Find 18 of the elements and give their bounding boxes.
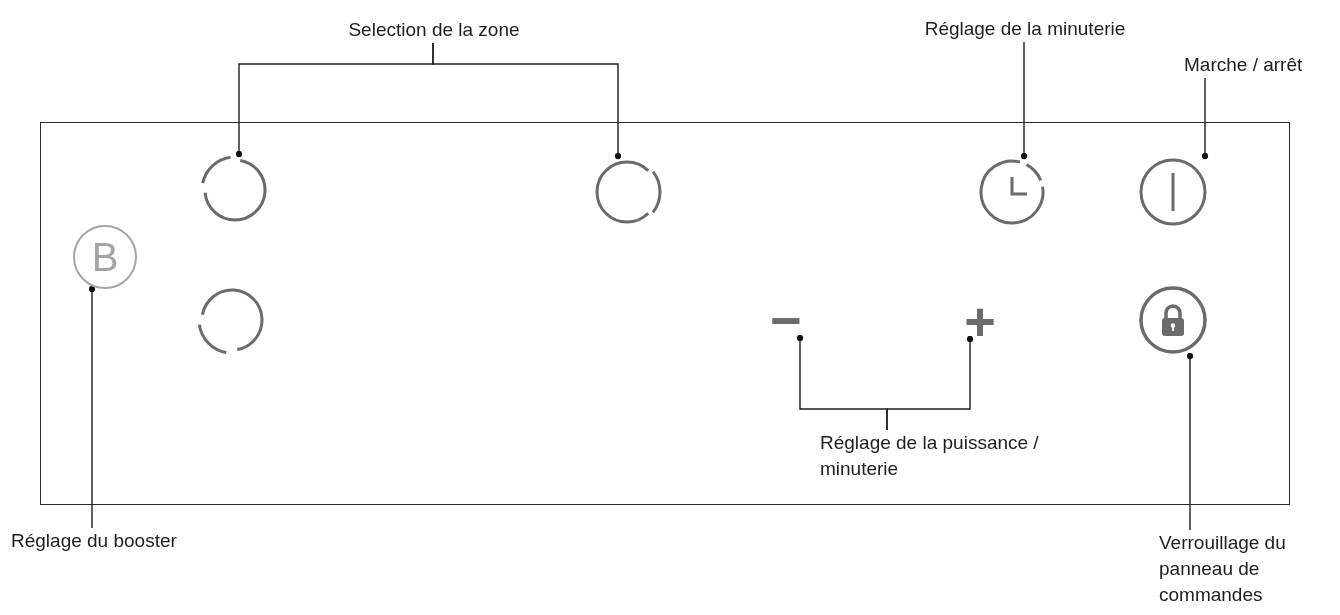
plus-sign: +: [962, 303, 998, 339]
booster-key: B: [73, 225, 137, 289]
leader-line: [1020, 41, 1028, 160]
callout-label: Réglage de la puissance / minuterie: [820, 430, 1090, 482]
callout-label: Réglage du booster: [11, 528, 177, 554]
callout-label: Réglage de la minuterie: [924, 16, 1126, 42]
callout-label: Marche / arrêt: [1184, 52, 1303, 78]
control-panel: [40, 122, 1290, 505]
padlock-icon: [1137, 284, 1209, 356]
minus-sign: −: [768, 302, 804, 338]
leader-line: [1186, 352, 1194, 531]
leader-line: [432, 42, 622, 160]
power-icon: [1137, 156, 1209, 228]
callout-label: Verrouillage du panneau de commandes: [1159, 530, 1334, 608]
leader-line: [1201, 77, 1209, 160]
leader-line: [88, 285, 96, 529]
leader-line: [886, 335, 974, 431]
callout-label: Selection de la zone: [348, 17, 520, 43]
